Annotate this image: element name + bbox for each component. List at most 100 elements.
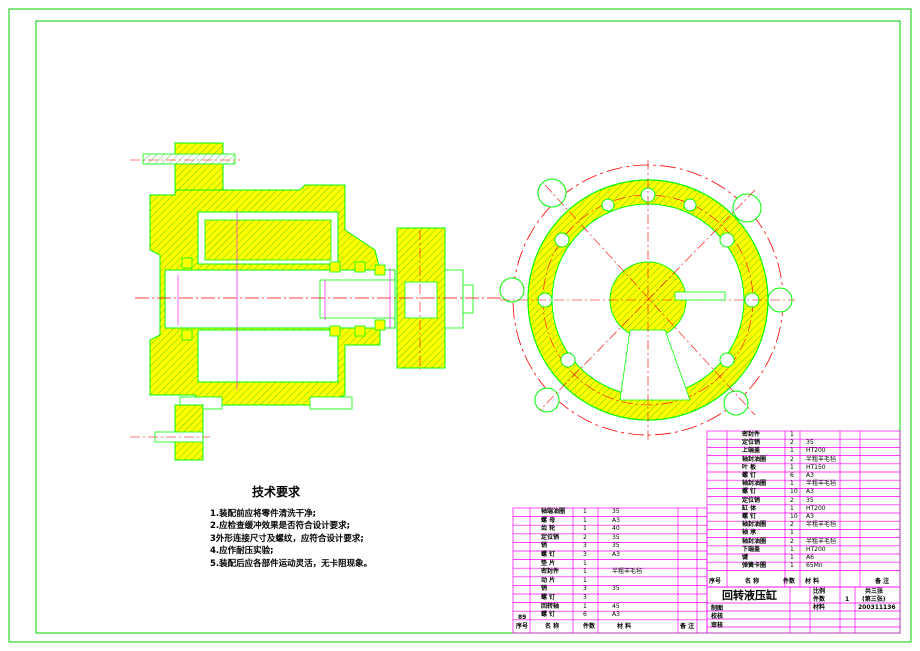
bom-left-row-name: 回转轴 <box>541 602 560 610</box>
bom-left-row-qty: 3 <box>583 551 587 558</box>
bom-right-row-material: 半粗羊毛毡 <box>806 480 837 488</box>
bom-right-row-name: 轴封油圈 <box>742 521 767 529</box>
bom-left-row-qty: 6 <box>583 611 587 619</box>
drawing-number: 200311136 <box>858 604 896 611</box>
bom-right-row-name: 螺 钉 <box>742 488 757 496</box>
drawn-by-label: 制图 <box>711 605 724 612</box>
bom-right-row-qty: 1 <box>790 554 794 561</box>
bom-left-row-material: 半粗羊毛毡 <box>612 568 643 576</box>
bom-right-row-material: 半粗羊毛毡 <box>806 537 837 545</box>
bom-left-row-qty: 3 <box>583 585 587 593</box>
bom-left-row-name: 垫 片 <box>541 559 556 567</box>
bom-right-row-qty: 2 <box>790 496 794 504</box>
bom-left-extra: 89 <box>518 614 527 621</box>
bom-right-row-material: A6 <box>806 554 814 561</box>
bom-left-header-name: 名 称 <box>545 623 560 630</box>
bom-right-row-qty: 1 <box>790 431 794 438</box>
bom-right-row-name: 螺 钉 <box>742 513 757 520</box>
bom-right-header-mat: 材 料 <box>805 578 820 585</box>
bom-right-row-material: A3 <box>806 488 814 496</box>
bom-left-row-material: 40 <box>612 525 620 533</box>
qty-value: 1 <box>845 596 850 603</box>
bom-right-header-no: 序号 <box>709 578 722 585</box>
bom-right-grid <box>706 430 901 588</box>
sheet-total: 共三张 <box>865 588 884 595</box>
bom-left-row-name: 齿 轮 <box>541 525 556 533</box>
bom-left-row-qty: 2 <box>583 533 587 541</box>
bom-right-row-qty: 2 <box>790 455 794 463</box>
bom-left-row-name: 密封件 <box>541 568 560 576</box>
bom-right-row-name: 轴封油圈 <box>742 480 767 488</box>
bom-right-row-qty: 1 <box>790 447 794 455</box>
bom-right-row-qty: 10 <box>790 513 798 520</box>
tech-requirement-2: 2.应检查缓冲效果是否符合设计要求; <box>210 521 351 532</box>
bom-right-row-name: 轴封油圈 <box>742 537 767 545</box>
bom-right-row-name: 螺 钉 <box>742 472 757 479</box>
bom-left-row-name: 销 <box>541 585 548 593</box>
approved-by-label: 审核 <box>711 622 724 629</box>
bom-right-row-material: A3 <box>806 513 814 520</box>
bom-right-header-name: 名 称 <box>745 578 760 585</box>
bom-left-row-material: 35 <box>612 508 620 515</box>
tech-requirements-list: 1.装配前应将零件清洗干净; 2.应检查缓冲效果是否符合设计要求; 3外形连接尺… <box>210 508 372 570</box>
bom-left-row-material: 35 <box>612 533 620 541</box>
bom-left-row-qty: 1 <box>583 602 587 610</box>
outer-frame <box>8 8 912 643</box>
material-label: 材料 <box>813 604 826 611</box>
qty-label: 件数 <box>813 596 826 603</box>
bom-right-header-qty: 件数 <box>783 578 796 585</box>
bom-right-row-qty: 1 <box>790 545 794 553</box>
scale-label: 比例 <box>813 588 826 595</box>
bom-right-row-name: 缸 体 <box>742 504 757 512</box>
sheet-number: (第三张) <box>862 596 886 603</box>
title-block-grid <box>706 586 901 634</box>
bom-left-row-name: 销 <box>541 542 548 550</box>
bom-right-row-name: 上端盖 <box>742 447 761 455</box>
tech-requirement-3: 3外形连接尺寸及螺纹，应符合设计要求; <box>210 533 364 544</box>
bom-right-row-qty: 1 <box>790 463 794 471</box>
bom-left-row-qty: 1 <box>583 568 587 576</box>
bom-right-row-qty: 2 <box>790 537 794 545</box>
bom-right-row-name: 弹簧卡圈 <box>742 562 767 570</box>
bom-left-row-name: 定位销 <box>541 533 560 541</box>
bom-left-row-name: 轴端油圈 <box>541 508 566 515</box>
bom-right-row-material: 半粗羊毛毡 <box>806 521 837 529</box>
bom-right-header-note: 备 注 <box>875 578 890 585</box>
bom-right-row-material: HT200 <box>806 545 826 553</box>
bom-left-row-material: A3 <box>612 551 620 558</box>
bom-left-row-material: 45 <box>612 602 620 610</box>
bom-left-header-no: 序号 <box>516 623 529 630</box>
bom-right-row-qty: 2 <box>790 521 794 529</box>
bom-right-row-material: 35 <box>806 439 814 447</box>
bom-right-row-material: 35 <box>806 496 814 504</box>
bom-left-row-qty: 3 <box>583 594 587 601</box>
bom-right-row-qty: 1 <box>790 529 794 537</box>
bom-left-row-qty: 1 <box>583 525 587 533</box>
drawing-title: 回转液压缸 <box>722 589 777 602</box>
bom-right-row-material: HT200 <box>806 447 826 455</box>
bom-left-header-mat: 材 料 <box>617 623 632 630</box>
bom-right-row-name: 定位销 <box>742 496 761 504</box>
bom-right-row-name: 下端盖 <box>742 545 761 553</box>
bom-right-row-material: 65Mn <box>806 562 823 570</box>
bom-left-header-qty: 件数 <box>583 623 596 630</box>
checked-by-label: 校核 <box>711 613 724 620</box>
bom-left-row-name: 螺 钉 <box>541 551 556 558</box>
bom-right-row-name: 定位销 <box>742 439 761 447</box>
bom-right-row-name: 密封件 <box>742 431 761 438</box>
bom-left-row-qty: 3 <box>583 542 587 550</box>
tech-requirements-title: 技术要求 <box>252 485 301 499</box>
bom-right-row-qty: 1 <box>790 480 794 488</box>
bom-right-row-name: 叶 板 <box>742 463 757 471</box>
bom-left-row-material: A3 <box>612 516 620 524</box>
bom-right-row-name: 轴封油圈 <box>742 455 767 463</box>
bom-right-row-material: A3 <box>806 472 814 479</box>
section-view <box>130 142 505 461</box>
bom-left-row-qty: 1 <box>583 508 587 515</box>
end-view <box>499 160 795 440</box>
bom-right-row-qty: 6 <box>790 472 794 479</box>
bom-left-row-material: 35 <box>612 542 620 550</box>
bom-left-row-name: 螺 钉 <box>541 594 556 601</box>
tech-requirement-1: 1.装配前应将零件清洗干净; <box>210 509 317 519</box>
